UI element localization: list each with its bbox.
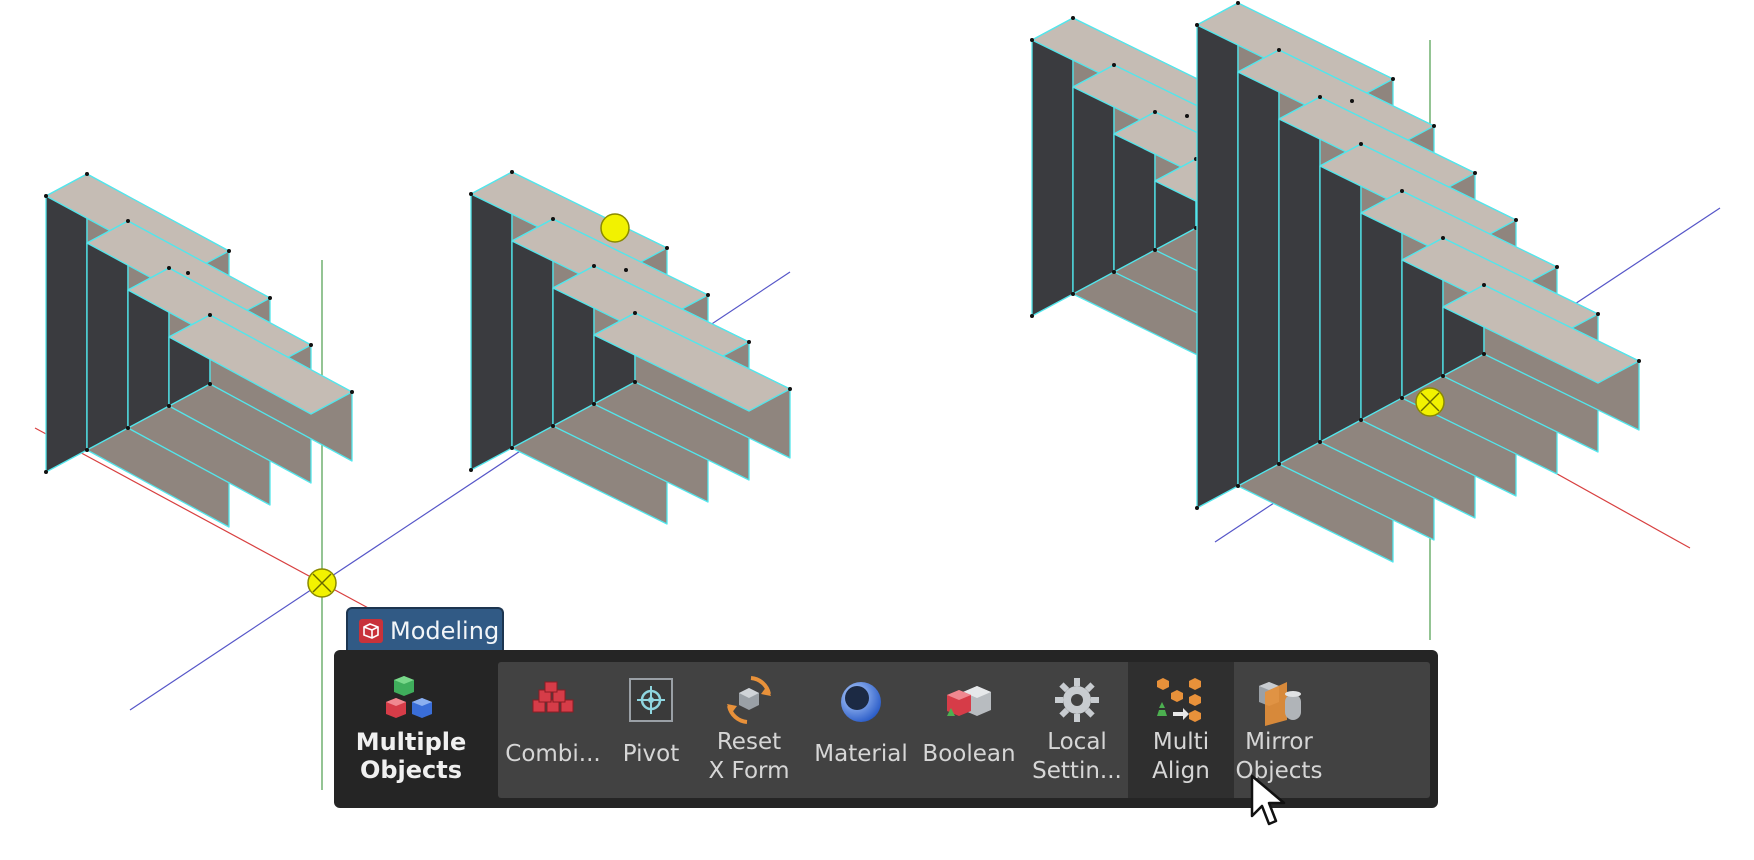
multi-align-button[interactable]: Multi Align — [1128, 662, 1234, 798]
material-label: Material — [814, 741, 908, 767]
pivot-marker-right — [1415, 387, 1445, 417]
modeling-tab[interactable]: Modeling — [346, 607, 504, 653]
modeling-tab-label: Modeling — [390, 617, 500, 645]
boolean-button[interactable]: Boolean — [916, 662, 1022, 798]
local-settings-icon — [1055, 678, 1099, 722]
staircase-left[interactable] — [44, 172, 354, 528]
boolean-label: Boolean — [922, 741, 1016, 767]
material-button[interactable]: Material — [808, 662, 914, 798]
multi-align-icon — [1157, 678, 1201, 722]
reset-xform-label: Reset X Form — [708, 729, 790, 784]
reset-xform-icon — [727, 676, 771, 724]
mirror-objects-label: Mirror Objects — [1235, 729, 1323, 784]
combine-button[interactable]: Combi... — [500, 662, 606, 798]
material-icon — [841, 682, 881, 722]
staircase-middle[interactable] — [469, 170, 792, 525]
staircase-right-lower[interactable] — [1195, 1, 1641, 563]
multi-align-label: Multi Align — [1152, 729, 1210, 784]
mouse-pointer-icon — [1250, 774, 1286, 826]
pivot-markers[interactable] — [307, 213, 1445, 598]
mirror-objects-button[interactable]: Mirror Objects — [1226, 662, 1332, 798]
tool-group: Combi... Pivot Reset X Form — [498, 662, 1430, 798]
combine-icon — [532, 681, 574, 713]
reset-xform-button[interactable]: Reset X Form — [696, 662, 802, 798]
local-settings-label: Local Settin... — [1032, 729, 1122, 784]
modeling-cube-icon — [359, 619, 383, 643]
multiple-objects-button[interactable]: Multiple Objects — [346, 650, 476, 808]
pivot-marker-left — [307, 568, 337, 598]
combine-label: Combi... — [505, 741, 601, 767]
multiple-objects-icon — [386, 676, 432, 718]
toolbar: Multiple Objects Combi... Pivot — [334, 650, 1438, 808]
pivot-label: Pivot — [622, 741, 680, 767]
pivot-button[interactable]: Pivot — [598, 662, 704, 798]
pivot-marker-middle — [600, 213, 630, 243]
mirror-objects-icon — [1259, 682, 1301, 726]
multiple-objects-label: Multiple Objects — [355, 728, 467, 784]
boolean-icon — [947, 686, 991, 716]
pivot-icon — [629, 678, 673, 722]
local-settings-button[interactable]: Local Settin... — [1024, 662, 1130, 798]
